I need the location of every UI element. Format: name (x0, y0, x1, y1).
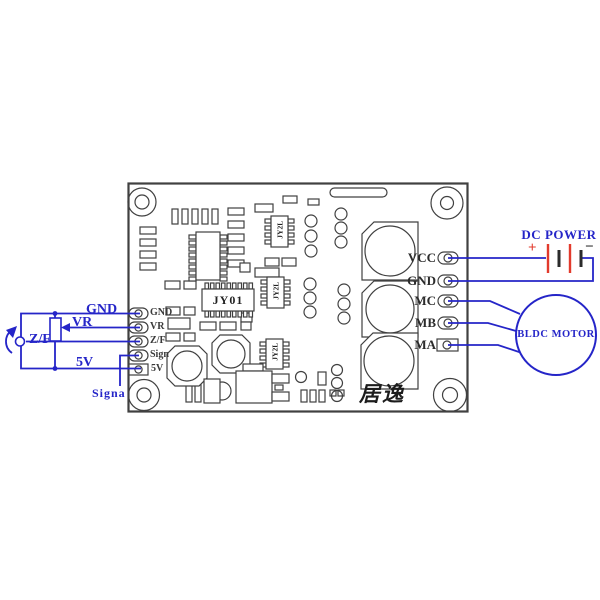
potentiometer-symbol (49, 317, 62, 342)
brand-label: 居逸 (359, 382, 405, 406)
pad-label-mb: MB (415, 315, 436, 330)
signal-wire (119, 354, 139, 386)
pad-label-zf: Z/F (150, 335, 166, 346)
signal-wire-label: Signa (92, 386, 126, 400)
electrolytic-capacitors (360, 221, 419, 390)
5v-wire-label: 5V (76, 355, 94, 370)
smd-components (139, 195, 345, 403)
gnd-return-wire (448, 257, 594, 282)
motor-circle (515, 294, 597, 376)
dc-power-label: DC POWER (521, 227, 597, 242)
mounting-hole-top-right (430, 186, 464, 220)
zf-wire-label: Z/F (29, 332, 51, 347)
vr-wire-label: VR (72, 315, 93, 330)
input-wiring (5, 311, 141, 386)
battery-minus-sign: − (585, 239, 594, 255)
top-slot (329, 187, 388, 198)
via-holes (294, 207, 351, 403)
mounting-holes (127, 186, 468, 413)
pad-label-5v: 5V (151, 363, 164, 374)
pad-label-mc: MC (414, 293, 436, 308)
pad-label-gnd: GND (150, 307, 173, 318)
mounting-hole-top-left (127, 187, 157, 217)
switch-arrowhead (6, 326, 17, 338)
soic-chip (188, 231, 228, 282)
jy2l-chip-label-1: JY2L (274, 220, 284, 239)
bldc-motor-label: BLDC MOTOR (517, 329, 595, 340)
driver-chip-1 (264, 215, 295, 248)
battery-plus-sign: + (528, 240, 537, 256)
ma-wire (448, 344, 523, 354)
jy2l-chip-label-3: JY2L (269, 342, 279, 361)
main-chip-jy01 (201, 282, 255, 318)
mounting-hole-bottom-right (432, 377, 468, 413)
pad-label-vr: VR (150, 321, 165, 332)
power-wiring (448, 257, 594, 354)
mc-wire (448, 300, 521, 315)
pad-label-vcc: VCC (407, 250, 436, 265)
mounting-hole-bottom-left (127, 378, 161, 412)
pad-label-gnd-right: GND (407, 273, 436, 288)
pad-label-sign: Sign (150, 349, 169, 360)
jy2l-chip-label-2: JY2L (270, 281, 280, 300)
to92-transistor (203, 378, 232, 404)
wiper-arrowhead (61, 323, 70, 332)
battery-symbol (546, 244, 583, 273)
gnd-wire-label: GND (86, 302, 118, 317)
jy01-chip-label: JY01 (212, 293, 244, 307)
dpak-transistor (235, 363, 290, 404)
driver-chip-3 (259, 338, 290, 370)
direction-switch-symbol (14, 336, 26, 347)
pad-label-ma: MA (414, 337, 436, 352)
mb-wire (448, 322, 517, 332)
driver-chip-2 (260, 276, 291, 309)
